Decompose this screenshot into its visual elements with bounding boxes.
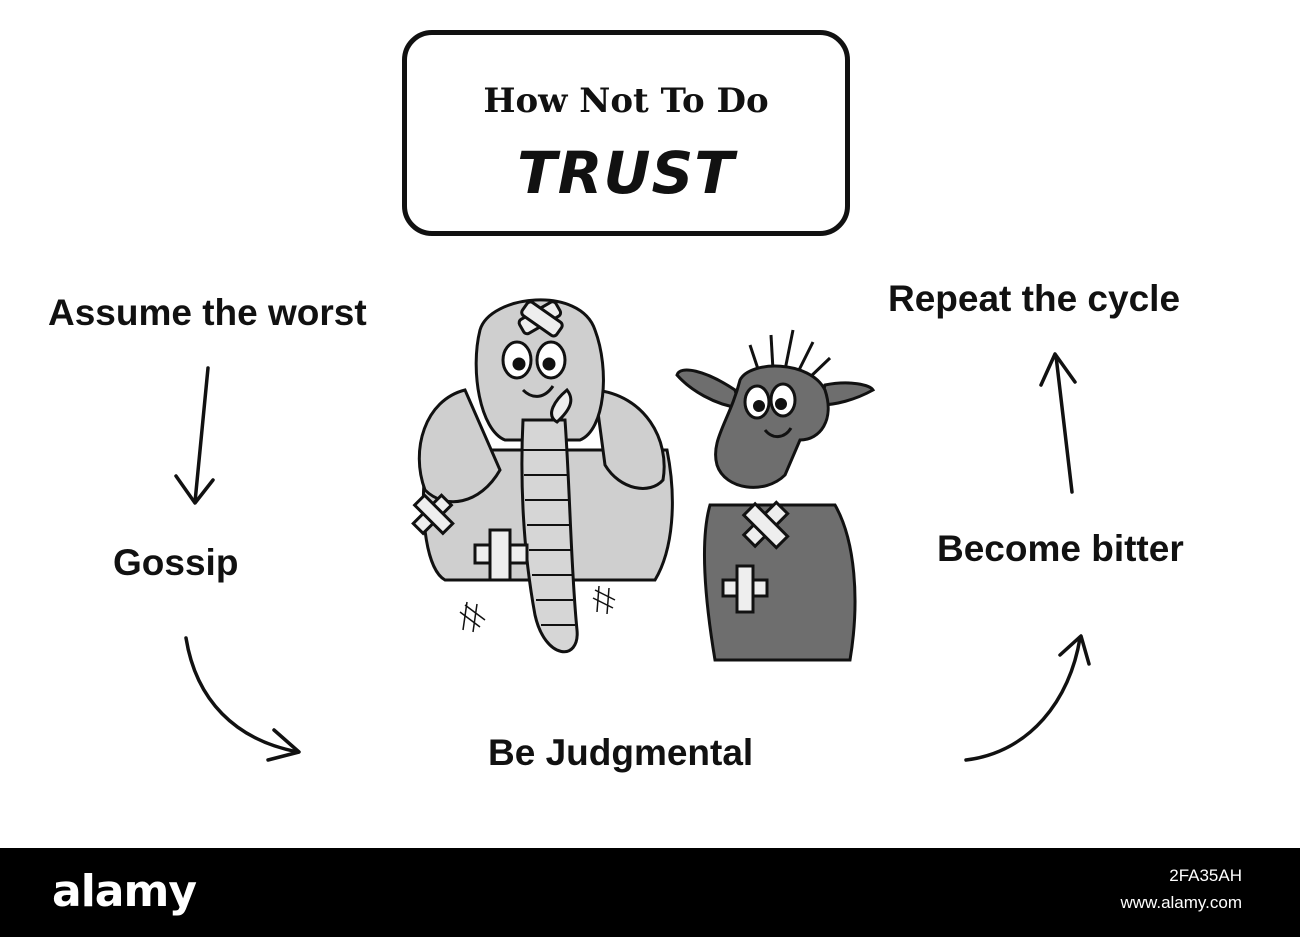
cycle-arrows: [174, 352, 1091, 762]
cartoon-diagram: How Not To Do TRUST Assume the worst Gos…: [48, 30, 1184, 773]
image-id: 2FA35AH: [1169, 866, 1242, 885]
step-assume-the-worst: Assume the worst: [48, 292, 367, 333]
elephant-figure: [411, 298, 674, 654]
title-line1: How Not To Do: [483, 81, 769, 121]
stock-footer-bar: alamy 2FA35AH www.alamy.com: [0, 848, 1300, 937]
arrow-assume-to-gossip: [174, 366, 215, 505]
arrow-judgmental-to-bitter: [964, 634, 1091, 762]
arrow-gossip-to-judgmental: [184, 636, 301, 762]
donkey-figure: [675, 329, 876, 662]
step-become-bitter: Become bitter: [937, 528, 1184, 569]
step-gossip: Gossip: [113, 542, 239, 583]
image-reference: 2FA35AH www.alamy.com: [1120, 862, 1242, 916]
elephant-and-donkey-illustration: [411, 298, 876, 662]
step-repeat-the-cycle: Repeat the cycle: [888, 278, 1181, 319]
title-line2: TRUST: [517, 139, 735, 207]
arrow-bitter-to-repeat: [1039, 352, 1077, 494]
title-box: How Not To Do TRUST: [402, 30, 850, 236]
step-be-judgmental: Be Judgmental: [488, 732, 754, 773]
alamy-logo: alamy: [52, 866, 197, 917]
site-url: www.alamy.com: [1120, 893, 1242, 912]
